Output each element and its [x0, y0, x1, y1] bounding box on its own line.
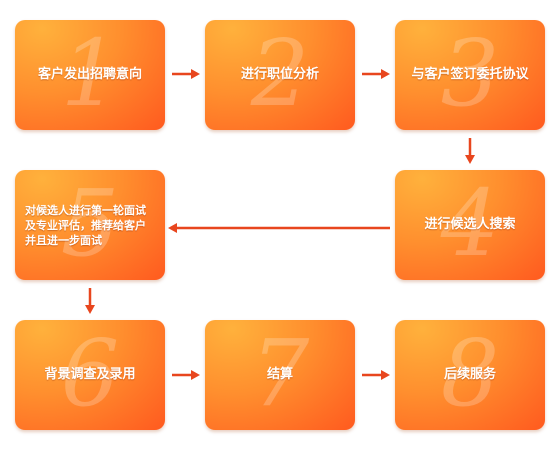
arrow-left-icon — [168, 223, 390, 233]
arrow-right-7-to-8 — [362, 369, 390, 381]
arrow-down-icon — [465, 138, 475, 164]
arrow-right-2-to-3 — [362, 68, 390, 80]
arrow-right-6-to-7 — [172, 369, 200, 381]
step-5-box: 5 对候选人进行第一轮面试 及专业评估，推荐给客户 并且进一步面试 — [15, 170, 165, 280]
step-7-label: 结算 — [266, 367, 293, 382]
step-2-label: 进行职位分析 — [240, 67, 319, 82]
step-5-label-line-1: 对候选人进行第一轮面试 — [25, 203, 146, 217]
step-2-box: 2 进行职位分析 — [205, 20, 355, 130]
step-1-label: 客户发出招聘意向 — [37, 67, 142, 82]
step-3-label: 与客户签订委托协议 — [411, 67, 529, 82]
step-4-label: 进行候选人搜索 — [424, 217, 516, 232]
arrow-down-icon — [85, 288, 95, 314]
arrow-down-3-to-4 — [464, 138, 476, 164]
step-1-box: 1 客户发出招聘意向 — [15, 20, 165, 130]
arrow-left-4-to-5 — [168, 222, 390, 234]
step-4-box: 4 进行候选人搜索 — [395, 170, 545, 280]
step-3-box: 3 与客户签订委托协议 — [395, 20, 545, 130]
step-6-label: 背景调查及录用 — [44, 367, 136, 382]
arrow-down-5-to-6 — [84, 288, 96, 314]
step-5-label-line-3: 并且进一步面试 — [25, 233, 102, 247]
arrow-right-icon — [172, 370, 200, 380]
step-5-label-line-2: 及专业评估，推荐给客户 — [25, 218, 146, 232]
arrow-right-icon — [362, 370, 390, 380]
step-5-label: 对候选人进行第一轮面试 及专业评估，推荐给客户 并且进一步面试 — [25, 170, 157, 280]
arrow-right-icon — [172, 69, 200, 79]
arrow-right-icon — [362, 69, 390, 79]
step-7-box: 7 结算 — [205, 320, 355, 430]
step-8-label: 后续服务 — [443, 367, 496, 382]
step-8-box: 8 后续服务 — [395, 320, 545, 430]
step-6-box: 6 背景调查及录用 — [15, 320, 165, 430]
arrow-right-1-to-2 — [172, 68, 200, 80]
